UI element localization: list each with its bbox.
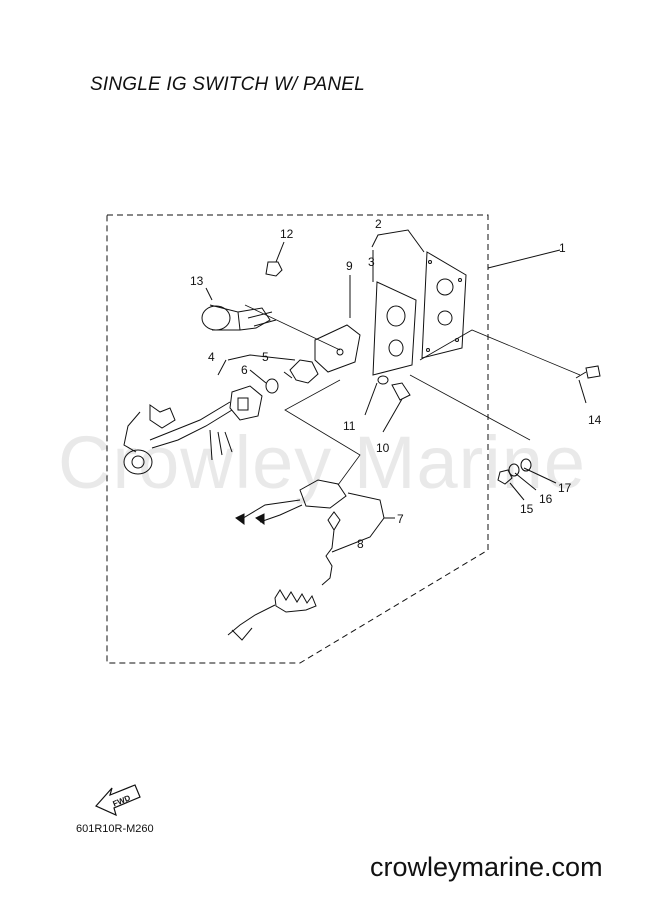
callout-7: 7 — [397, 512, 404, 526]
connector-plug — [123, 449, 153, 475]
ring-6 — [265, 378, 279, 394]
fwd-arrow-icon: FWD — [95, 784, 141, 817]
nut-15 — [497, 469, 513, 485]
nut-12 — [265, 261, 283, 277]
wire-harness — [123, 401, 233, 461]
stop-switch — [299, 479, 347, 509]
washer-17 — [520, 458, 532, 472]
lamp-body — [201, 305, 231, 331]
watermark-text: Crowley Marine — [58, 421, 587, 504]
callout-12: 12 — [280, 227, 294, 241]
callout-1: 1 — [559, 241, 566, 255]
callout-13: 13 — [190, 274, 204, 288]
lanyard-clip — [321, 511, 341, 586]
leader-lines — [205, 229, 587, 553]
key-switch — [283, 359, 319, 384]
callout-3: 3 — [368, 255, 375, 269]
assembly-lines — [244, 304, 581, 486]
callout-16: 16 — [539, 492, 553, 506]
callout-17: 17 — [558, 481, 572, 495]
callout-14: 14 — [588, 413, 602, 427]
callout-6: 6 — [241, 363, 248, 377]
assembly-boundary — [106, 214, 489, 664]
screw-14 — [575, 365, 601, 379]
callout-15: 15 — [520, 502, 534, 516]
lanyard-coil — [274, 589, 317, 613]
panel-outer — [421, 251, 467, 359]
callout-4: 4 — [208, 350, 215, 364]
callout-2: 2 — [375, 217, 382, 231]
diagram-title: SINGLE IG SWITCH W/ PANEL — [90, 74, 365, 95]
site-url: crowleymarine.com — [370, 852, 603, 882]
washer-11 — [377, 375, 389, 385]
bolt-10 — [391, 382, 411, 401]
bracket — [314, 324, 361, 373]
switch-body — [229, 385, 263, 421]
callout-8: 8 — [357, 537, 364, 551]
callout-9: 9 — [346, 259, 353, 273]
callout-5: 5 — [262, 350, 269, 364]
callout-11: 11 — [343, 419, 356, 433]
drawing-code: 601R10R-M260 — [76, 823, 154, 835]
washer-16 — [508, 463, 520, 477]
callout-10: 10 — [376, 441, 390, 455]
plate-inner — [372, 281, 417, 376]
